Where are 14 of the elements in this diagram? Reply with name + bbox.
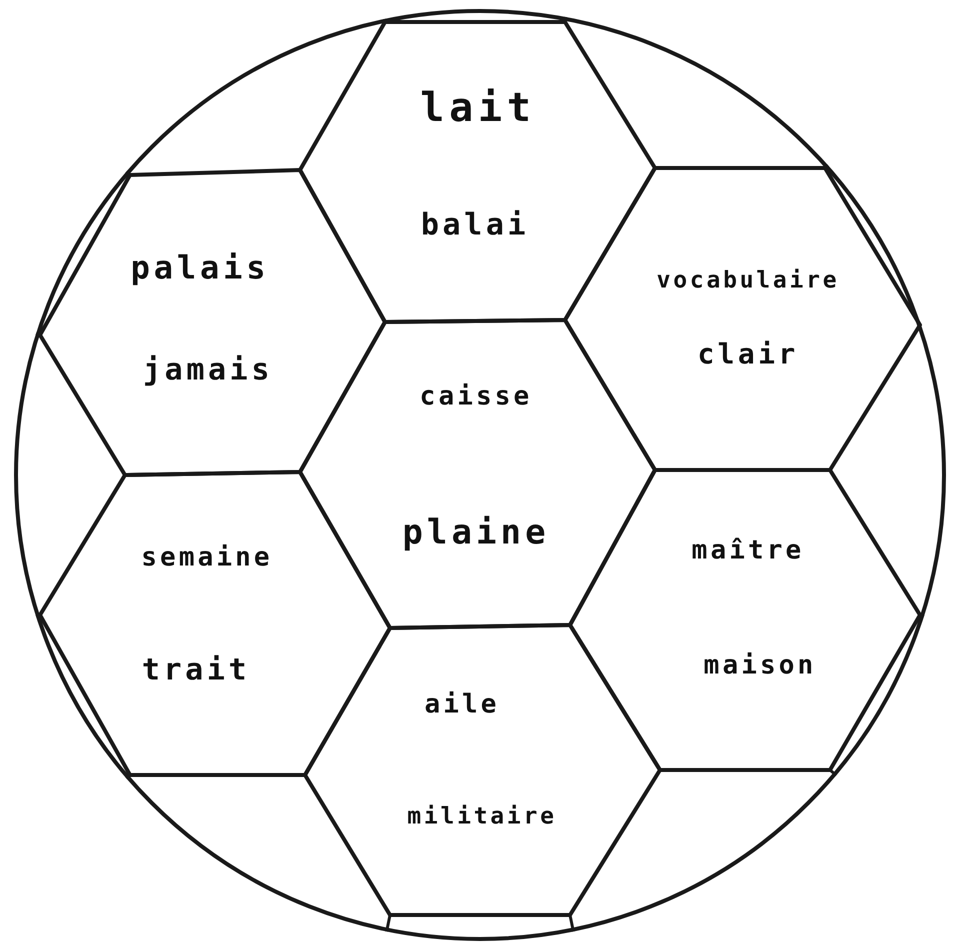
word-label: trait <box>142 654 250 686</box>
word-label: aile <box>424 690 500 720</box>
word-label: clair <box>697 340 799 370</box>
word-label: palais <box>130 250 270 286</box>
word-label: jamais <box>143 354 273 386</box>
word-label: plaine <box>402 514 550 552</box>
word-label: balai <box>420 208 530 242</box>
word-label: maître <box>692 536 804 566</box>
word-label: militaire <box>407 804 557 830</box>
word-label: maison <box>704 652 816 680</box>
word-label: caisse <box>420 382 532 412</box>
word-label: vocabulaire <box>656 268 840 294</box>
word-label: semaine <box>141 544 273 572</box>
word-label: lait <box>420 86 536 130</box>
